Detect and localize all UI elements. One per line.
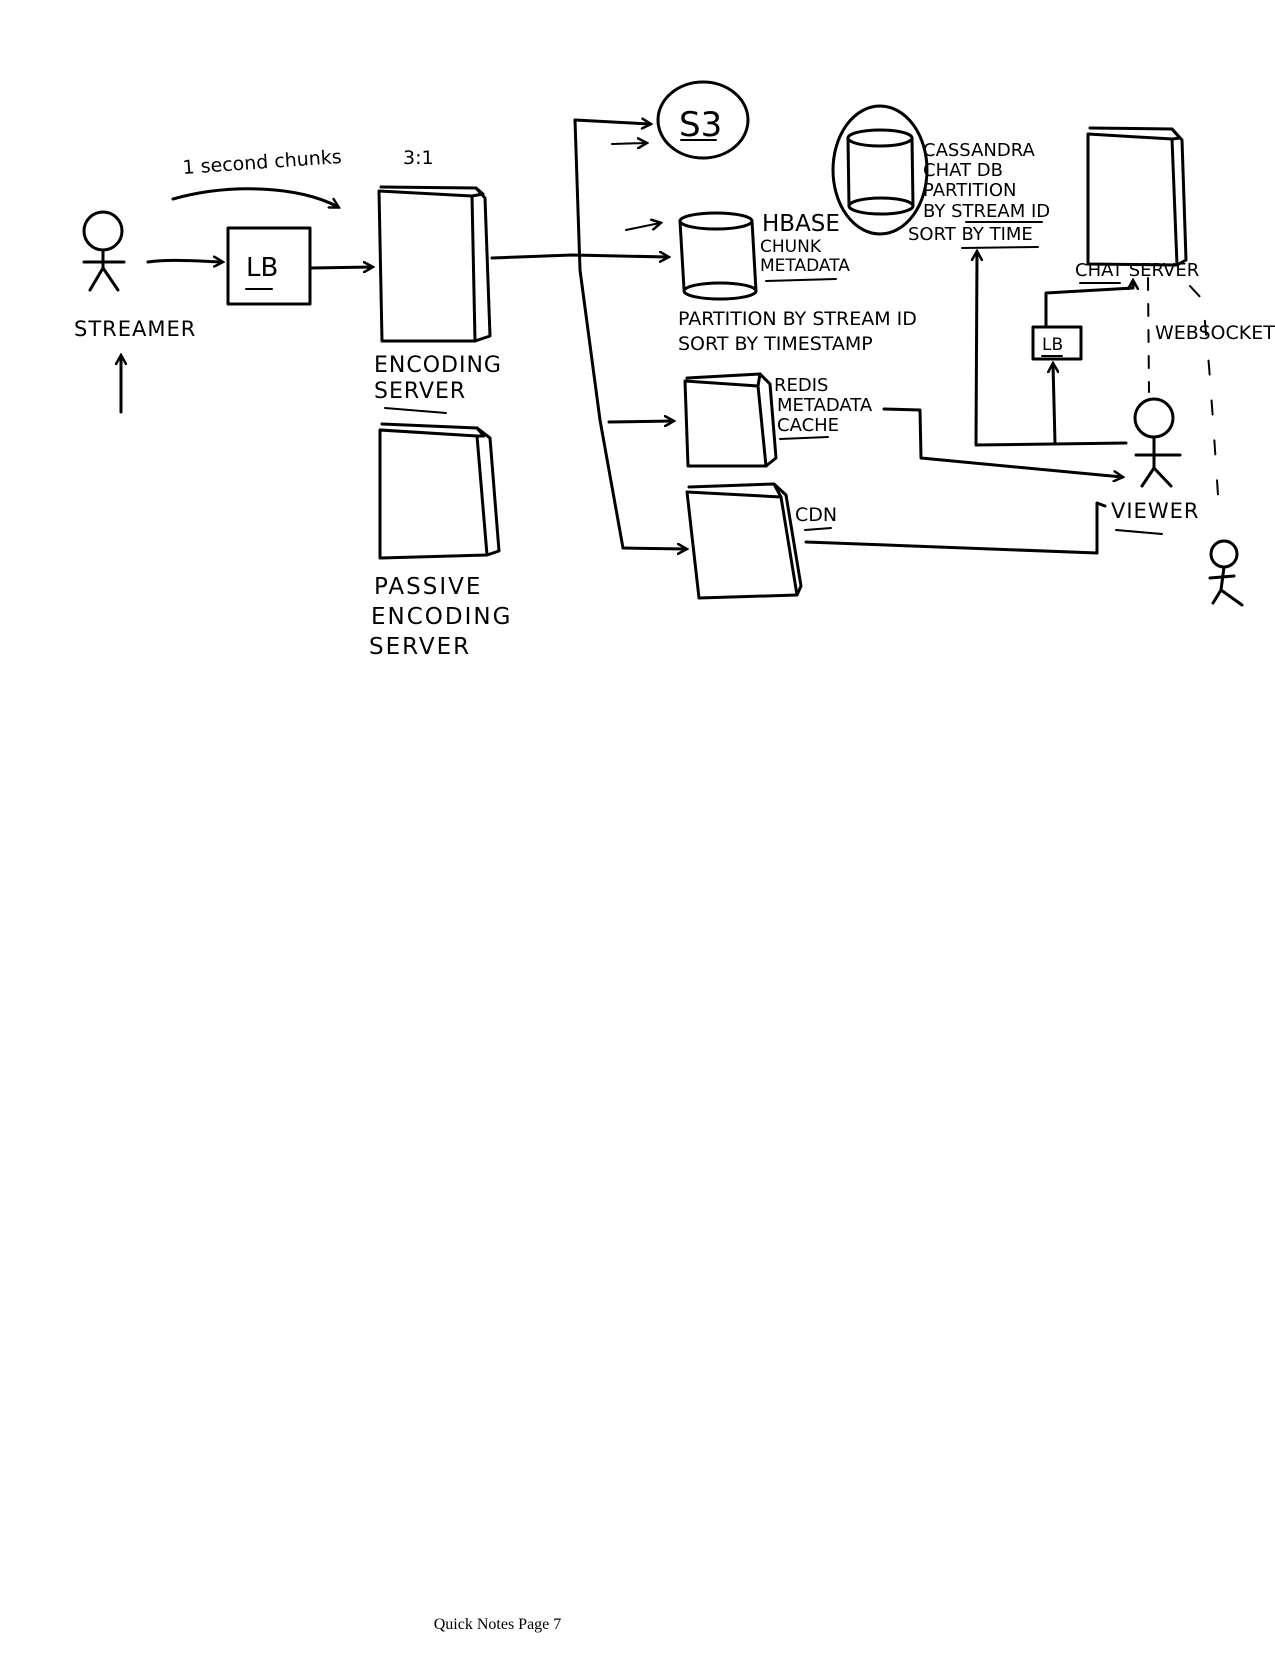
lb-right-label: LB [1042,335,1063,355]
websocket-dashed-line [1147,277,1150,393]
hbase-partition-1: PARTITION BY STREAM ID [678,308,917,330]
chat-load-balancer-box [1031,325,1083,361]
page-footer: Quick Notes Page 7 [0,1616,1275,1634]
redis-label-3: CACHE [777,415,839,436]
svg-text:PARTITION BY STREAM ID SOR: PARTITION BY STREAM ID SORT BY TIMESTAMP [678,308,923,355]
cassandra-label-5: SORT BY TIME [908,224,1033,245]
cassandra-label-4: BY STREAM ID [923,201,1050,222]
s3-storage-icon [656,80,750,160]
chunks-arrow [171,187,338,207]
viewer-to-lb-arrow [1053,364,1055,445]
redis-label-2: METADATA [777,395,873,416]
encoding-server-label-1: ENCODING [374,353,502,378]
redis-cache-box [683,372,778,468]
chat-server-label: CHAT SERVER [1075,260,1199,281]
trunk-to-s3-arrow [573,120,650,124]
encoding-server-label-2: SERVER [374,379,466,404]
second-viewer-figure-icon [1208,539,1244,607]
cdn-label: CDN [795,504,837,526]
cassandra-label-2: CHAT DB [923,160,1003,181]
viewer-to-cassandra-arrow [976,252,1128,447]
hbase-label: HBASE [762,211,840,237]
svg-text:REDIS METADATA CACHE: REDIS METADATA CACHE [774,375,878,436]
svg-text:CASSANDRA CHAT DB PART: CASSANDRA CHAT DB PARTITION BY STREAM ID… [908,140,1056,245]
svg-text:PASSIVE ENCODING SERVE: PASSIVE ENCODING SERVER [369,574,522,660]
websocket-label: WEBSOCKET [1155,322,1275,344]
lb-to-encoding-arrow [310,267,372,268]
hbase-partition-2: SORT BY TIMESTAMP [678,333,873,355]
streamer-label: STREAMER [74,317,196,341]
ratio-label: 3:1 [403,147,434,169]
s3-label: S3 [679,105,722,145]
lb-left-label: LB [246,253,278,283]
page-footer-label: Quick Notes Page 7 [433,1616,562,1633]
svg-text:HBASE CHUNK METADATA: HBASE CHUNK METADATA [760,211,850,276]
passive-label-1: PASSIVE [374,574,482,600]
cassandra-label-1: CASSANDRA [923,140,1035,161]
encoding-server-box [377,185,492,343]
load-balancer-box [226,226,312,306]
passive-encoding-server-box [378,422,501,560]
hbase-sub-2: METADATA [760,256,850,276]
cdn-to-viewer-line [804,501,1107,555]
chat-server-box [1086,126,1188,267]
trunk-to-redis-arrow [607,421,673,422]
viewer-figure-icon [1133,397,1182,488]
trunk-to-cdn-arrow [621,548,686,549]
lb-to-chat-arrow [1044,281,1133,329]
hbase-sub-1: CHUNK [760,237,822,257]
hbase-database-icon [678,211,758,301]
redis-to-viewer-arrow [882,407,1122,477]
distribution-trunk [573,118,625,550]
chunks-note: 1 second chunks [182,146,343,179]
cassandra-database-icon [831,104,929,236]
viewer-label: VIEWER [1111,499,1199,523]
passive-label-2: ENCODING [371,604,512,630]
streamer-to-lb-arrow [146,260,222,262]
cassandra-label-3: PARTITION [923,180,1016,201]
redis-label-1: REDIS [774,375,828,396]
encoding-to-trunk-line [490,255,668,258]
cdn-box [685,482,803,600]
streamer-figure-icon [82,210,126,292]
svg-text:ENCODING SERVER: ENCODING SERVER [374,353,510,404]
passive-label-3: SERVER [369,634,471,660]
